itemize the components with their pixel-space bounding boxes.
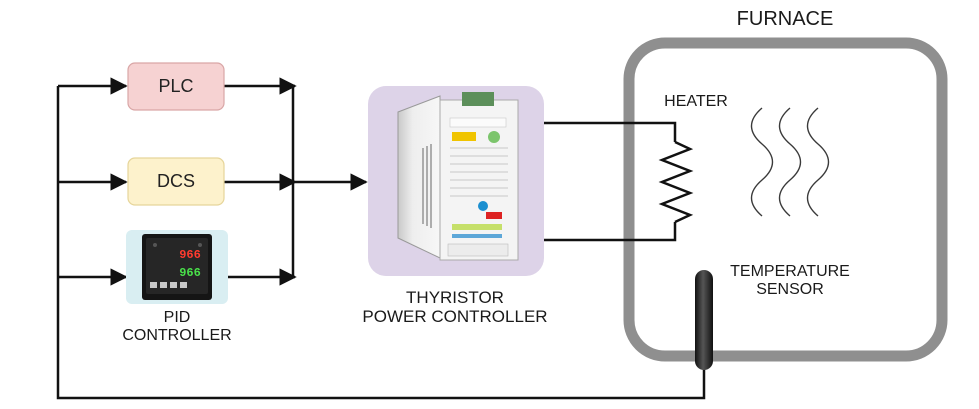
pid-controller-icon (126, 230, 228, 304)
pid-display-top: 966 (179, 248, 201, 262)
thyristor-label-line2: POWER CONTROLLER (362, 307, 548, 327)
resistor-heater-icon (658, 140, 694, 224)
dcs-box (127, 157, 225, 206)
thyristor-label-line1: THYRISTOR (406, 288, 504, 307)
feedback-wire (56, 86, 706, 400)
dcs-label: DCS (156, 171, 195, 191)
pid-label-line1: PID (163, 309, 191, 326)
furnace-enclosure (623, 37, 948, 362)
temperature-probe-icon (695, 270, 713, 370)
thyristor-label: THYRISTOR POWER CONTROLLER (330, 288, 580, 326)
furnace-title: FURNACE (736, 8, 834, 30)
sensor-label-line1: TEMPERATURE (730, 263, 850, 280)
pid-display-bottom: 966 (179, 266, 201, 280)
pid-label-line2: CONTROLLER (122, 326, 232, 344)
heat-waves-icon (750, 107, 830, 217)
heater-label: HEATER (664, 93, 728, 110)
sensor-label: TEMPERATURE SENSOR (715, 263, 865, 299)
plc-box (127, 62, 225, 111)
plc-label: PLC (158, 76, 194, 96)
thyristor-unit-icon (368, 86, 544, 276)
sensor-label-line2: SENSOR (756, 280, 824, 298)
power-wires (543, 121, 677, 242)
input-wires (58, 77, 368, 286)
pid-label: PID CONTROLLER (97, 309, 257, 345)
